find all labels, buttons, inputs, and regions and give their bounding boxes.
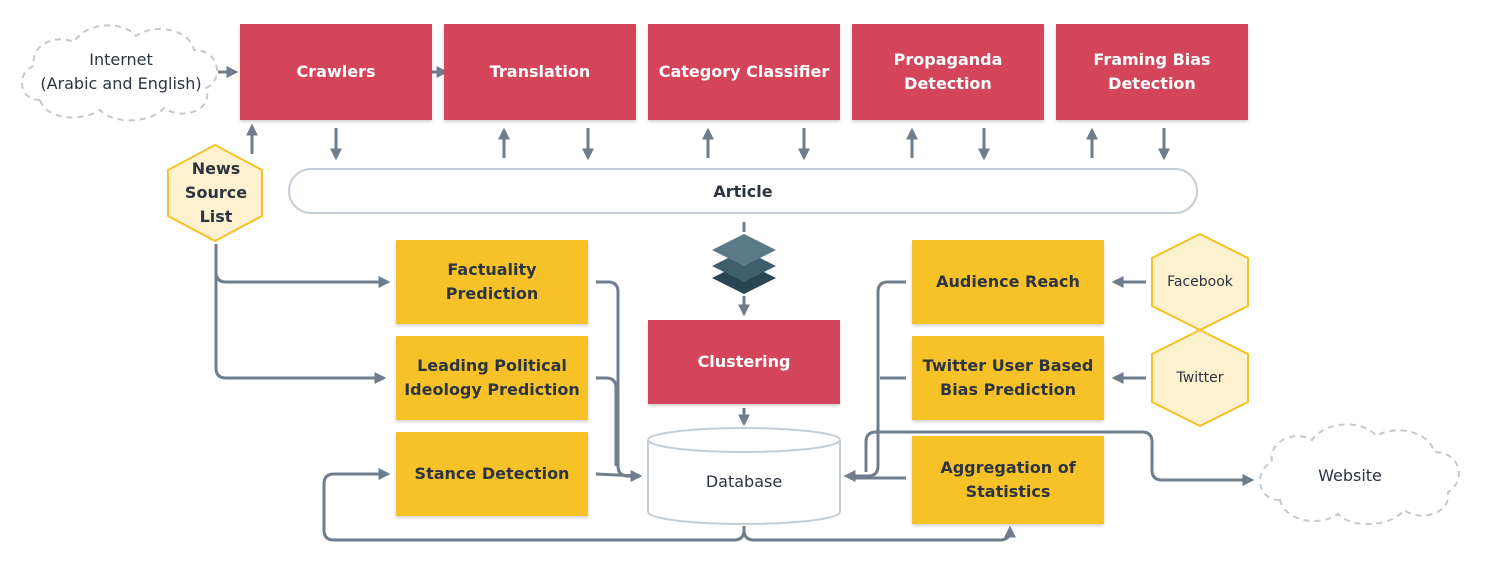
- website-label: Website: [1318, 466, 1382, 485]
- database-label: Database: [705, 472, 783, 491]
- aggregation-of-statistics-box[interactable]: Aggregation of Statistics: [912, 436, 1104, 524]
- database-cylinder-icon: [647, 427, 841, 525]
- news-source-hexagon-icon: [167, 143, 263, 243]
- twitter-hexagon-icon: [1151, 328, 1249, 428]
- internet-label: Internet (Arabic and English): [40, 50, 202, 93]
- audience-reach-box[interactable]: Audience Reach: [912, 240, 1104, 324]
- facebook-label: Facebook: [1167, 274, 1233, 290]
- stance-detection-box[interactable]: Stance Detection: [396, 432, 588, 516]
- website-cloud-icon: [1259, 423, 1460, 525]
- twitter-user-bias-prediction-box[interactable]: Twitter User Based Bias Prediction: [912, 336, 1104, 420]
- news-source-list-label: News Source List: [184, 159, 248, 226]
- translation-box[interactable]: Translation: [444, 24, 636, 120]
- twitter-label: Twitter: [1176, 370, 1224, 386]
- layers-stack-icon: [712, 234, 776, 294]
- clustering-box[interactable]: Clustering: [648, 320, 840, 404]
- category-classifier-box[interactable]: Category Classifier: [648, 24, 840, 120]
- propaganda-detection-box[interactable]: Propaganda Detection: [852, 24, 1044, 120]
- factuality-prediction-box[interactable]: Factuality Prediction: [396, 240, 588, 324]
- article-bar[interactable]: Article: [288, 168, 1198, 214]
- internet-cloud-icon: [20, 24, 218, 122]
- framing-bias-detection-box[interactable]: Framing Bias Detection: [1056, 24, 1248, 120]
- connector-arrows: [214, 66, 1255, 542]
- crawlers-box[interactable]: Crawlers: [240, 24, 432, 120]
- political-ideology-prediction-box[interactable]: Leading Political Ideology Prediction: [396, 336, 588, 420]
